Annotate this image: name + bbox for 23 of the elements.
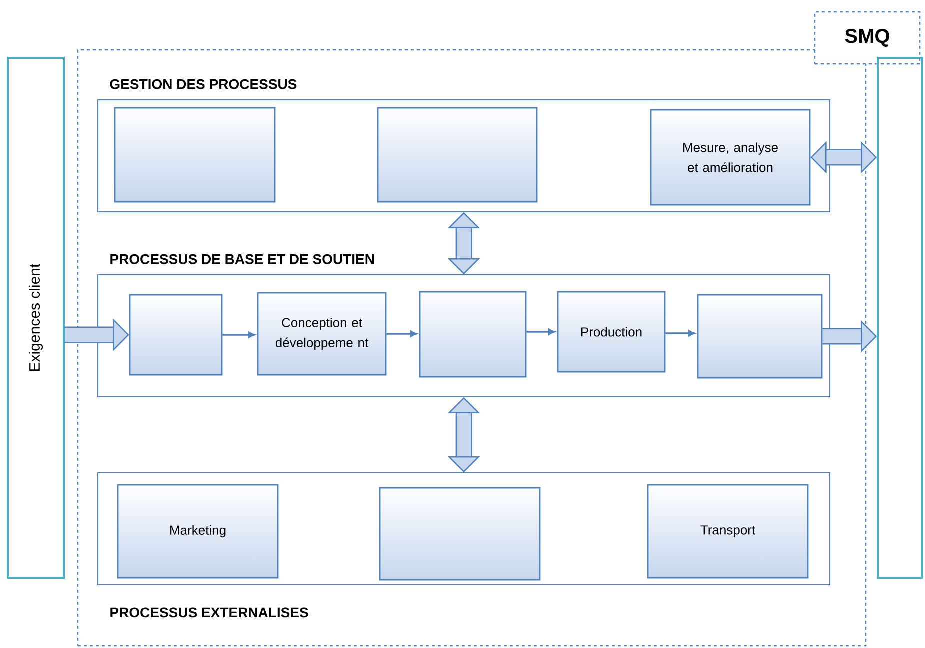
- arrow: [666, 330, 696, 337]
- process-box: [419, 291, 527, 378]
- arrow: [526, 328, 556, 336]
- block-arrow: [448, 398, 480, 472]
- process-box: [129, 294, 223, 376]
- process-box: [379, 487, 541, 581]
- process-box: [697, 294, 823, 379]
- process-box: Mesure, analyse et amélioration: [650, 109, 811, 206]
- process-box: Production: [557, 291, 666, 373]
- arrow: [222, 332, 256, 338]
- node-label: PROCESSUS DE BASE ET DE SOUTIEN: [110, 254, 374, 264]
- side-panel: Exigences client: [7, 57, 65, 579]
- arrow: [386, 330, 418, 338]
- block-arrow: [448, 212, 480, 274]
- node-label: GESTION DES PROCESSUS: [110, 79, 297, 90]
- process-box: Conception et développeme nt: [257, 292, 387, 376]
- node-label: PROCESSUS EXTERNALISES: [110, 608, 308, 618]
- tab-box: SMQ: [814, 11, 921, 65]
- process-box: [114, 107, 276, 203]
- process-box: [377, 107, 538, 203]
- process-box: Marketing: [117, 484, 279, 579]
- process-box: Transport: [647, 484, 809, 579]
- side-panel: [877, 57, 923, 579]
